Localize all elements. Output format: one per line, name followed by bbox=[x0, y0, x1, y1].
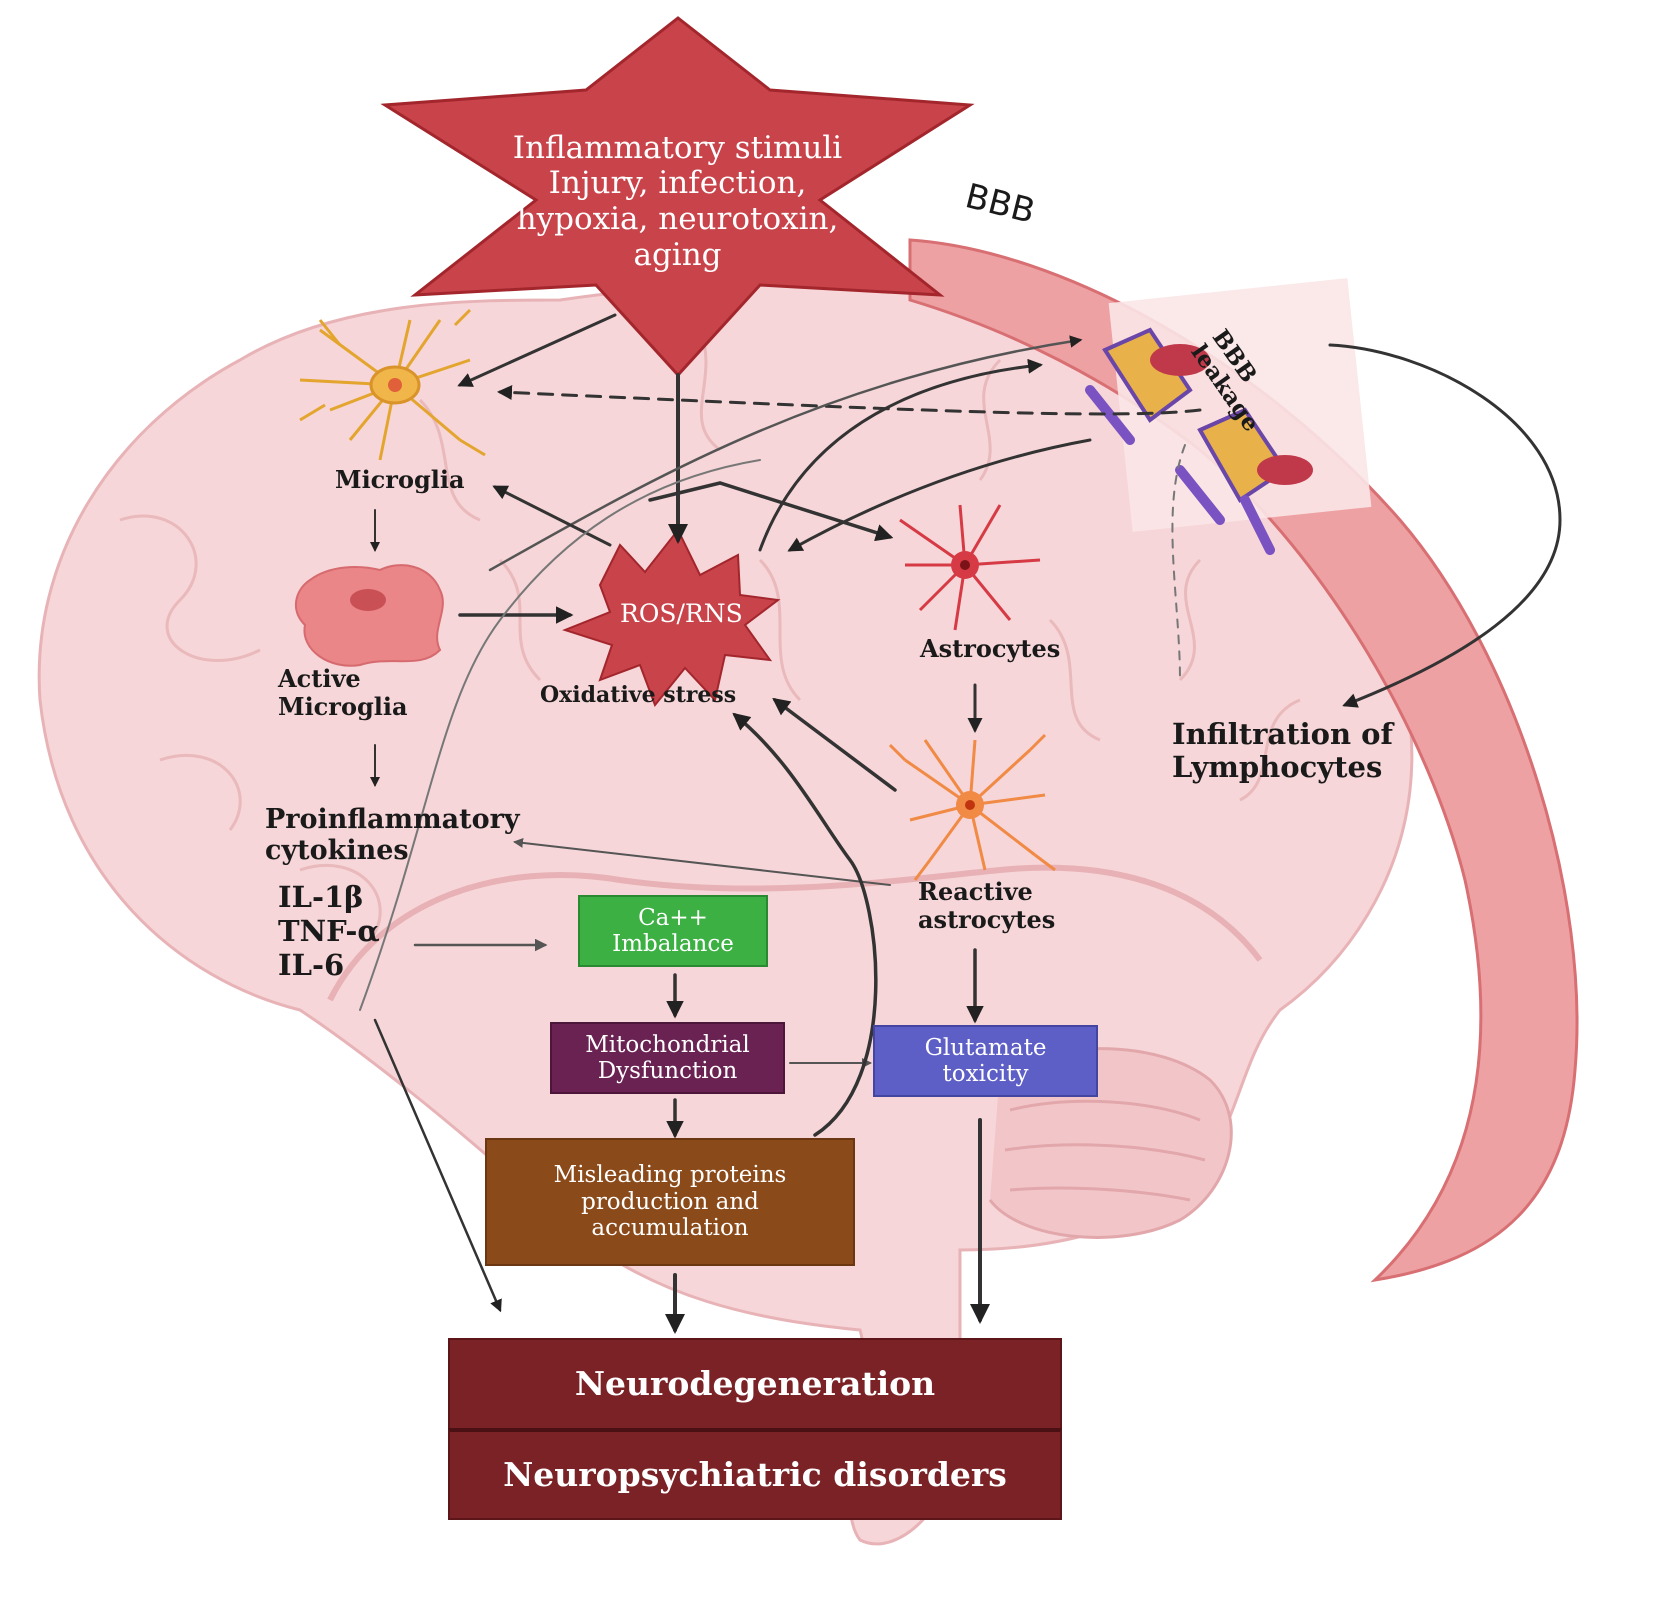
glutamate-box-line: toxicity bbox=[942, 1061, 1029, 1087]
mito-box-line: Dysfunction bbox=[597, 1058, 738, 1084]
lymphocytes-label: Infiltration of Lymphocytes bbox=[1172, 717, 1393, 785]
bbb-leakage-cells bbox=[1085, 327, 1313, 555]
ros-label: ROS/RNS bbox=[620, 599, 743, 628]
ca-box-line: Imbalance bbox=[612, 931, 734, 957]
cytokines-label: Proinflammatory cytokines bbox=[265, 804, 520, 866]
cytokine-item: IL-1β bbox=[278, 880, 364, 914]
microglia-label: Microglia bbox=[335, 465, 465, 494]
active-microglia-icon bbox=[295, 564, 444, 667]
oxidative-stress-label: Oxidative stress bbox=[540, 682, 737, 708]
glutamate-box-line: Glutamate bbox=[924, 1034, 1047, 1061]
ca-imbalance-box: Ca++ Imbalance bbox=[578, 895, 768, 967]
ca-box-line: Ca++ bbox=[638, 904, 708, 931]
stimulus-line: hypoxia, neurotoxin, bbox=[516, 201, 839, 237]
cytokine-item: TNF-α bbox=[278, 914, 380, 949]
neurodegeneration-box: Neurodegeneration bbox=[448, 1338, 1062, 1430]
lymphocytes-line: Lymphocytes bbox=[1172, 750, 1383, 785]
protein-box-line: production and bbox=[581, 1188, 759, 1215]
active-microglia-line: Active bbox=[278, 664, 361, 693]
stimulus-line: Inflammatory stimuli bbox=[512, 129, 843, 166]
reactive-astrocyte-icon bbox=[888, 733, 1056, 881]
misleading-proteins-box: Misleading proteins production and accum… bbox=[485, 1138, 855, 1266]
lymphocytes-line: Infiltration of bbox=[1172, 717, 1393, 751]
stimulus-line: Injury, infection, bbox=[548, 165, 807, 202]
arrows bbox=[359, 313, 1562, 1334]
mito-box-line: Mitochondrial bbox=[585, 1031, 750, 1058]
microglia-cell-icon bbox=[299, 308, 486, 461]
glutamate-toxicity-box: Glutamate toxicity bbox=[873, 1025, 1098, 1097]
cytokine-item: IL-6 bbox=[278, 948, 345, 983]
cytokines-line: cytokines bbox=[265, 835, 409, 867]
active-microglia-line: Microglia bbox=[278, 691, 408, 721]
active-microglia-label: Active Microglia bbox=[278, 665, 408, 720]
neuropsychiatric-disorders-box: Neuropsychiatric disorders bbox=[448, 1428, 1062, 1520]
protein-box-line: accumulation bbox=[591, 1215, 749, 1242]
reactive-astrocytes-line: Reactive bbox=[918, 877, 1033, 906]
cytokine-list: IL-1β TNF-α IL-6 bbox=[278, 880, 380, 983]
astrocyte-icon bbox=[899, 504, 1041, 631]
astrocytes-label: Astrocytes bbox=[920, 634, 1061, 663]
stimulus-line: aging bbox=[633, 236, 722, 273]
mitochondrial-dysfunction-box: Mitochondrial Dysfunction bbox=[550, 1022, 785, 1094]
inflammatory-stimuli-text: Inflammatory stimuli Injury, infection, … bbox=[455, 112, 900, 292]
reactive-astrocytes-label: Reactive astrocytes bbox=[918, 878, 1055, 933]
reactive-astrocytes-line: astrocytes bbox=[918, 904, 1056, 934]
protein-box-line: Misleading proteins bbox=[553, 1162, 787, 1189]
cytokines-line: Proinflammatory bbox=[265, 804, 520, 835]
